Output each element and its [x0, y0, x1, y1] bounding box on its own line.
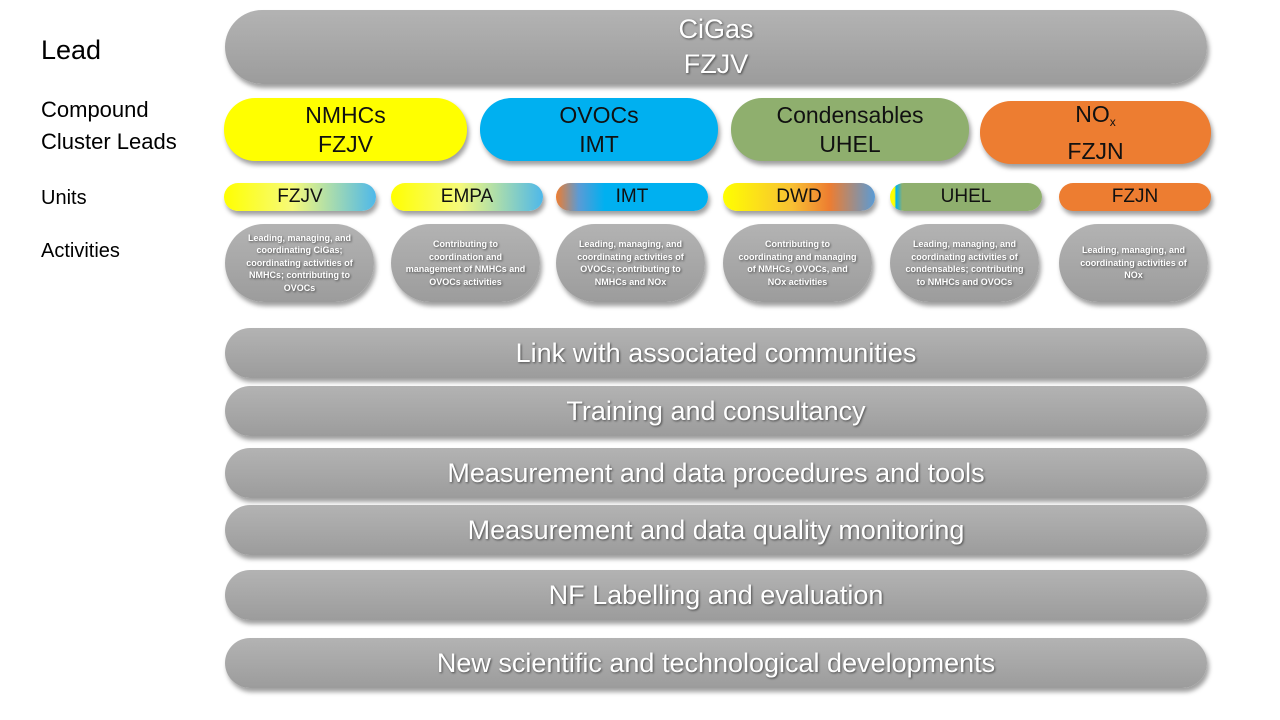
cluster-lead: FZJV [318, 130, 373, 157]
cluster-name-subscript: x [1109, 114, 1116, 129]
lead-org: FZJV [683, 49, 749, 79]
cluster-name: Condensables [776, 101, 924, 128]
unit-pill-fzjv: FZJV [224, 183, 376, 211]
cluster-name: NMHCs [305, 101, 386, 128]
cluster-name: OVOCs [559, 101, 639, 128]
bar-measurement-procedures: Measurement and data procedures and tool… [225, 448, 1207, 498]
bar-link-communities: Link with associated communities [225, 328, 1207, 378]
bar-quality-monitoring: Measurement and data quality monitoring [225, 505, 1207, 555]
cluster-lead: IMT [579, 130, 619, 157]
activity-pill-imt: Leading, managing, and coordinating acti… [556, 224, 705, 302]
cluster-lead: FZJN [1067, 137, 1124, 164]
activity-pill-empa: Contributing to coordination and managem… [391, 224, 540, 302]
activity-pill-dwd: Contributing to coordinating and managin… [723, 224, 872, 302]
lead-pill: CiGas FZJV [225, 10, 1207, 84]
bar-new-developments: New scientific and technological develop… [225, 638, 1207, 688]
compound-row-label-line2: Cluster Leads [41, 129, 177, 154]
activity-pill-fzjv: Leading, managing, and coordinating CiGa… [225, 224, 374, 302]
unit-pill-imt: IMT [556, 183, 708, 211]
activity-pill-uhel: Leading, managing, and coordinating acti… [890, 224, 1039, 302]
activities-row-label: Activities [41, 240, 120, 262]
cluster-pill-ovocs: OVOCs IMT [480, 98, 718, 161]
unit-pill-fzjn: FZJN [1059, 183, 1211, 211]
units-row-label: Units [41, 187, 87, 209]
cluster-pill-nmhcs: NMHCs FZJV [224, 98, 467, 161]
unit-pill-empa: EMPA [391, 183, 543, 211]
lead-name: CiGas [678, 14, 754, 44]
lead-row-label: Lead [41, 35, 102, 65]
cluster-name-main: NO [1075, 100, 1110, 127]
cluster-pill-nox: NOx FZJN [980, 101, 1211, 164]
cluster-lead: UHEL [819, 130, 881, 157]
bar-nf-labelling: NF Labelling and evaluation [225, 570, 1207, 620]
cluster-pill-condensables: Condensables UHEL [731, 98, 969, 161]
bar-training-consultancy: Training and consultancy [225, 386, 1207, 436]
compound-row-label-line1: Compound [41, 97, 149, 122]
unit-pill-dwd: DWD [723, 183, 875, 211]
unit-pill-uhel: UHEL [890, 183, 1042, 211]
activity-pill-fzjn: Leading, managing, and coordinating acti… [1059, 224, 1208, 302]
cluster-name: NOx [1075, 100, 1116, 137]
